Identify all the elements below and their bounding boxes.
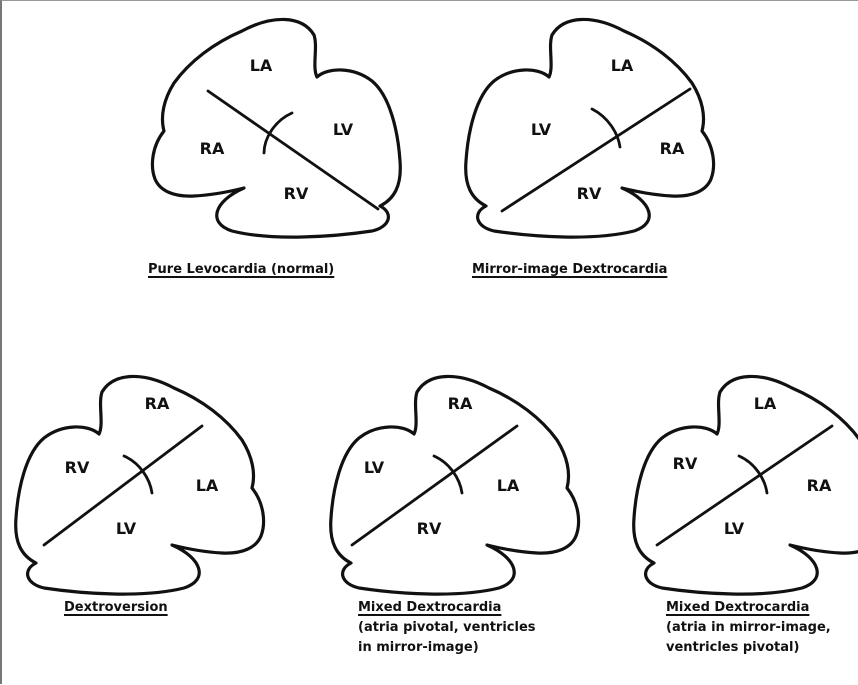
caption-line: (atria pivotal, ventricles: [358, 618, 536, 638]
chamber-label-left: LV: [531, 120, 552, 139]
chamber-label-top: LA: [754, 394, 777, 413]
caption-mixed-dextrocardia-atria-mirror: Mixed Dextrocardia (atria in mirror-imag…: [666, 598, 831, 658]
caption-pure-levocardia: Pure Levocardia (normal): [148, 260, 334, 280]
chamber-label-right: RA: [660, 139, 685, 158]
chamber-label-top: LA: [250, 56, 273, 75]
chamber-label-bottom: RV: [284, 184, 309, 203]
chamber-label-top: LA: [611, 56, 634, 75]
panel-mirror-image-dextrocardia: LA LV RA RV: [466, 19, 714, 237]
caption-line: (atria in mirror-image,: [666, 618, 831, 638]
caption-line: Dextroversion: [64, 600, 168, 615]
panel-dextroversion: RA RV LA LV: [16, 376, 264, 594]
panel-mixed-dextrocardia-atria-mirror: LA RV RA LV: [634, 376, 858, 594]
chamber-label-top: RA: [448, 394, 473, 413]
panel-pure-levocardia: LA RA LV RV: [152, 19, 400, 237]
caption-line: Pure Levocardia (normal): [148, 262, 334, 277]
caption-title: Mixed Dextrocardia: [358, 600, 501, 615]
caption-line: Mirror-image Dextrocardia: [472, 262, 667, 277]
chamber-label-top: RA: [145, 394, 170, 413]
chamber-label-right: LV: [333, 120, 354, 139]
crux-mark: [592, 109, 620, 147]
heart-outline: [466, 19, 714, 237]
chamber-label-bottom: RV: [577, 184, 602, 203]
chamber-label-left: RA: [200, 139, 225, 158]
chamber-label-bottom: RV: [417, 519, 442, 538]
caption-dextroversion: Dextroversion: [64, 598, 168, 618]
caption-line: in mirror-image): [358, 638, 536, 658]
chamber-label-right: LA: [196, 476, 219, 495]
heart-outline: [152, 19, 400, 237]
caption-title: Mixed Dextrocardia: [666, 600, 809, 615]
caption-line: ventricles pivotal): [666, 638, 831, 658]
chamber-label-right: RA: [807, 476, 832, 495]
chamber-label-left: RV: [673, 454, 698, 473]
chamber-label-bottom: LV: [724, 519, 745, 538]
chamber-label-bottom: LV: [116, 519, 137, 538]
heart-outline: [16, 376, 264, 594]
chamber-label-right: LA: [497, 476, 520, 495]
caption-mixed-dextrocardia-atria-pivotal: Mixed Dextrocardia (atria pivotal, ventr…: [358, 598, 536, 658]
chamber-label-left: LV: [364, 458, 385, 477]
panel-mixed-dextrocardia-atria-pivotal: RA LV LA RV: [331, 376, 579, 594]
chamber-label-left: RV: [65, 458, 90, 477]
caption-mirror-image-dextrocardia: Mirror-image Dextrocardia: [472, 260, 667, 280]
